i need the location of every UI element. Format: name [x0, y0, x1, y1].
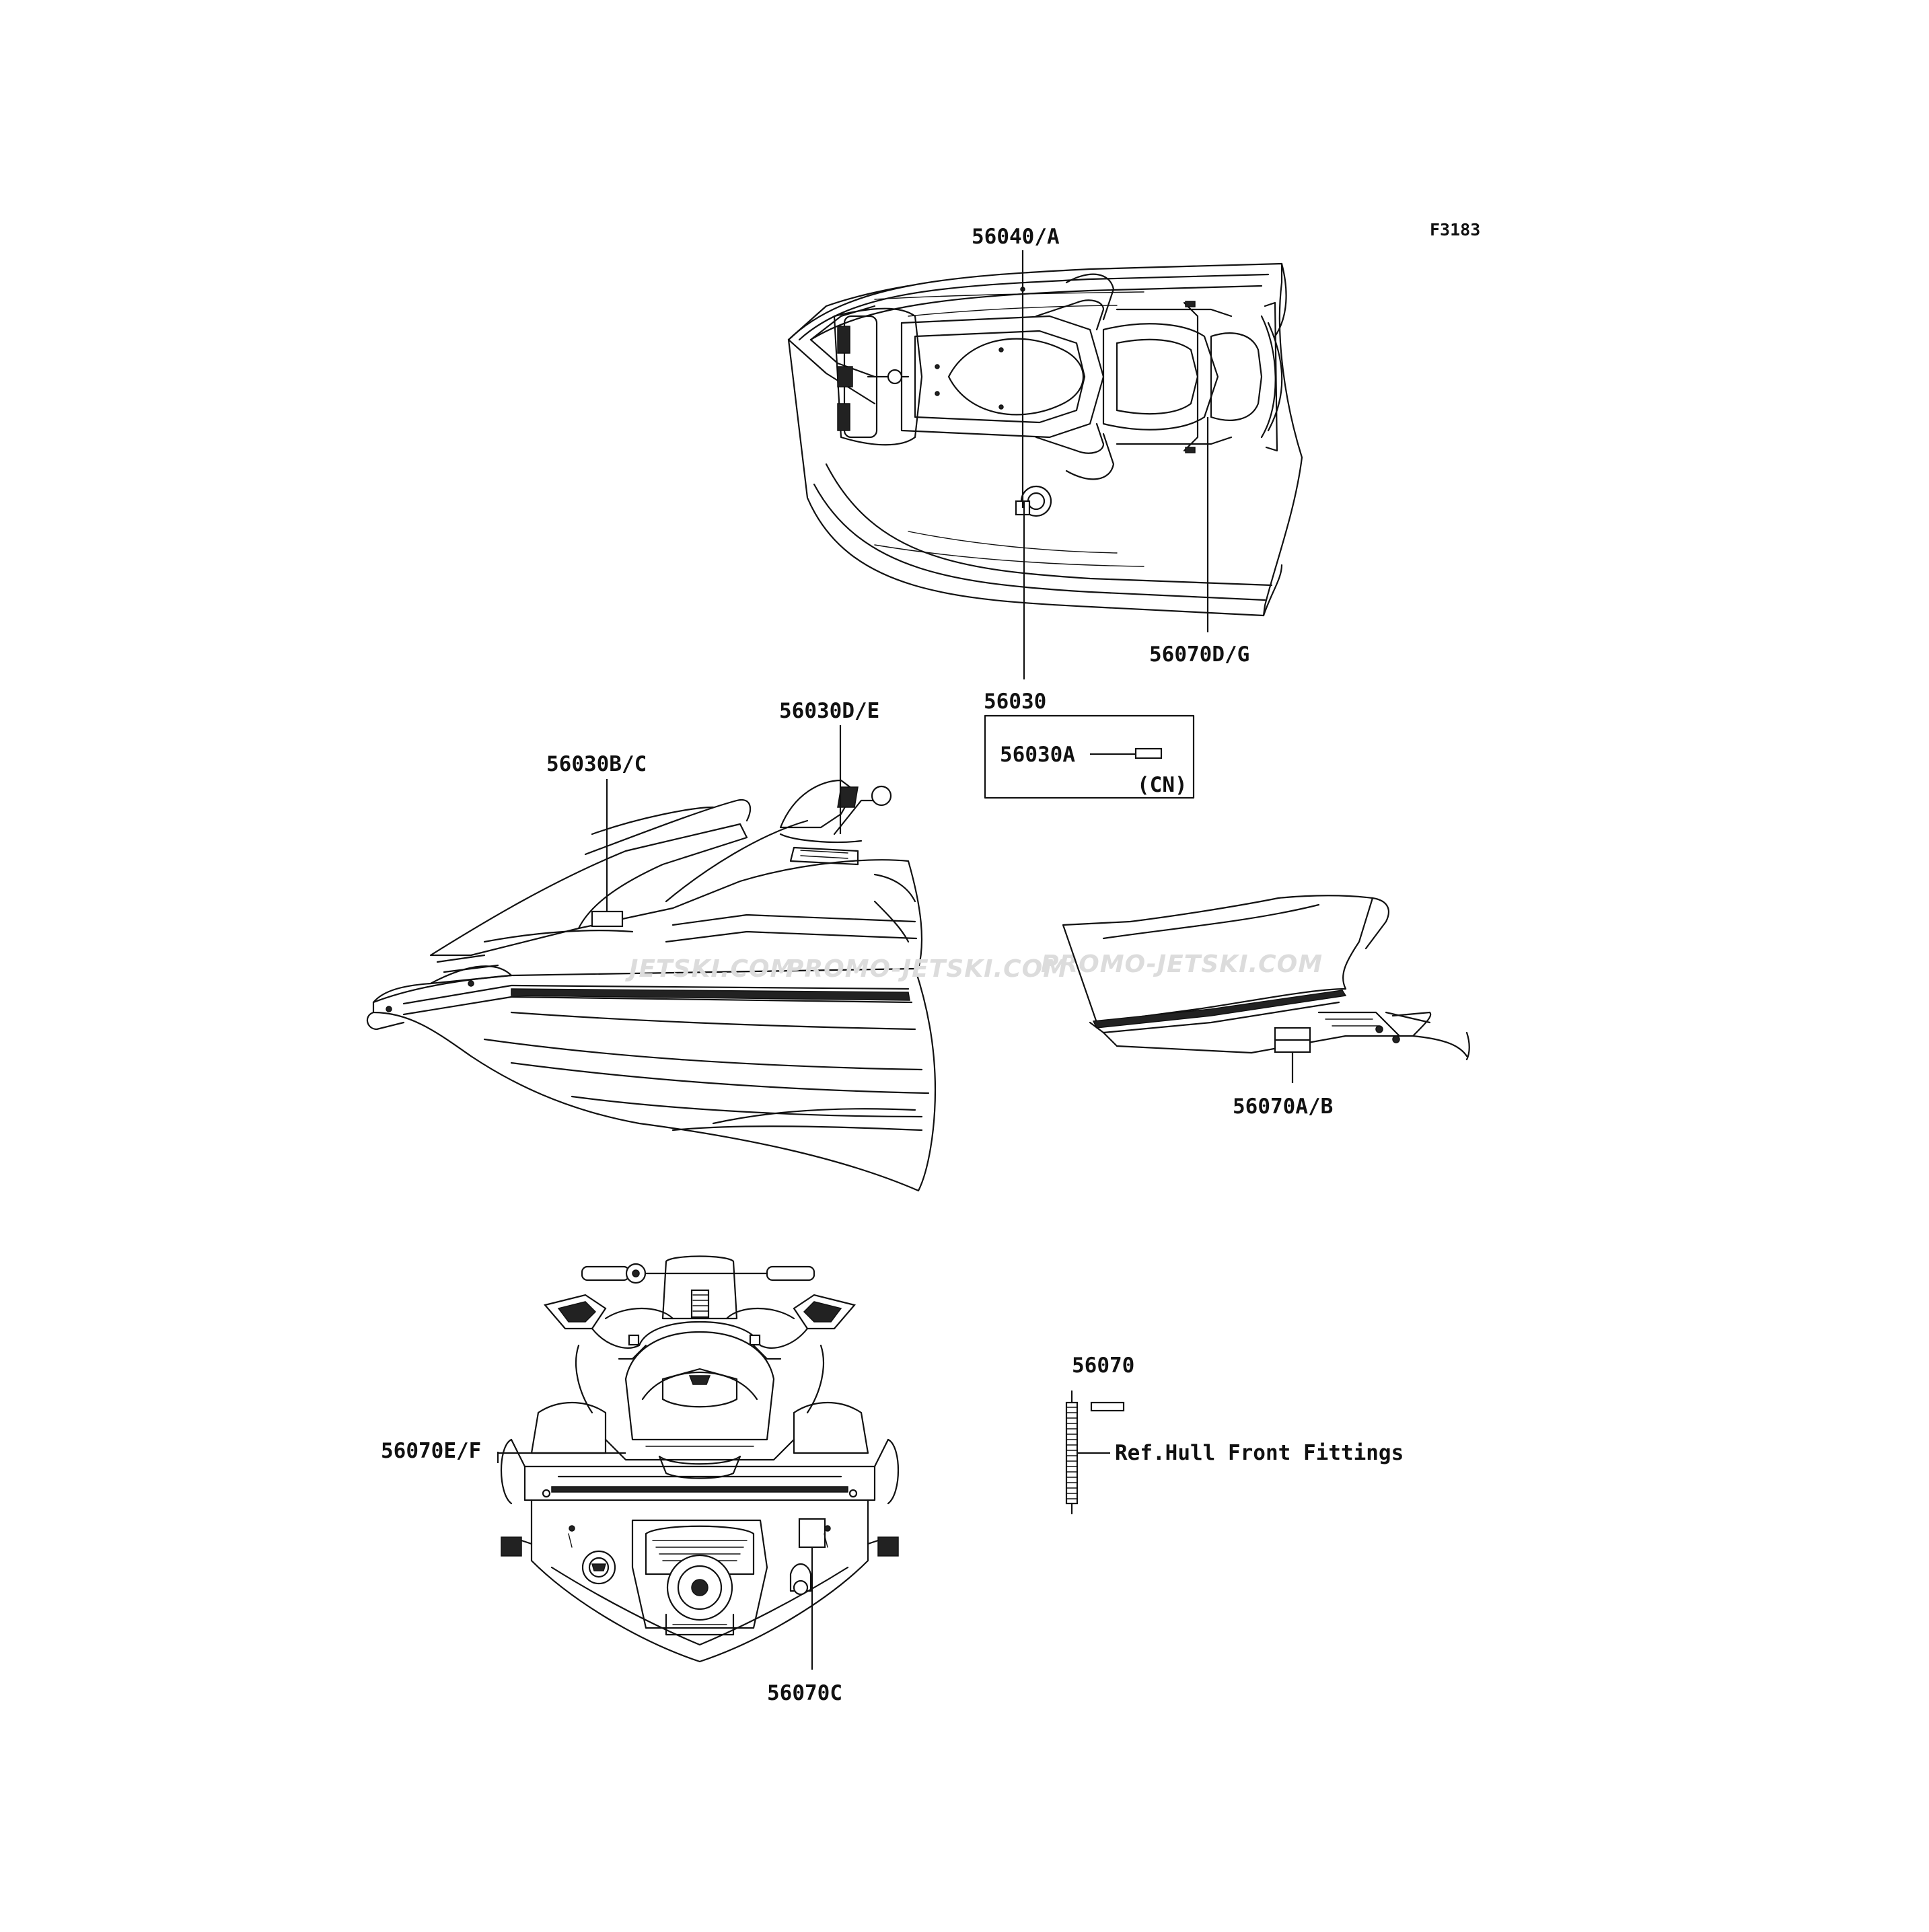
callout-56030: 56030 [984, 690, 1046, 714]
decal-56070C [798, 1518, 826, 1549]
callout-56030B-C: 56030B/C [546, 752, 647, 776]
decal-56070 [1090, 1401, 1125, 1412]
top-view-jetski [787, 262, 1303, 617]
seat-detail-view [1062, 895, 1470, 1061]
callout-56070E-F: 56070E/F [381, 1439, 481, 1463]
watermark-segment-3: PROMO-JETSKI.COM [1041, 951, 1323, 978]
rear-view-jetski [501, 1255, 899, 1663]
decal-56030A [1134, 747, 1163, 759]
callout-56070A-B: 56070A/B [1233, 1094, 1333, 1119]
callout-56070D-G: 56070D/G [1149, 642, 1249, 667]
callout-56040-A: 56040/A [972, 225, 1060, 249]
decal-56030B-C [591, 910, 624, 928]
callout-56070C: 56070C [767, 1681, 842, 1705]
hull-fitting-spring [1065, 1390, 1079, 1515]
watermark-segment-2: PROMO-JETSKI.COM [786, 955, 1068, 983]
callout-56030D-E: 56030D/E [779, 699, 879, 723]
callout-ref-hull-front-fittings: Ref.Hull Front Fittings [1115, 1441, 1404, 1465]
callout-56070: 56070 [1072, 1353, 1134, 1378]
variant-box-cn [984, 714, 1195, 799]
side-view-jetski [366, 779, 937, 1192]
callout-56030A: 56030A [1000, 743, 1075, 767]
callout-cn: (CN) [1137, 773, 1188, 797]
figure-code: F3183 [1430, 220, 1480, 239]
watermark-segment-1: JETSKI.COM [625, 955, 795, 983]
